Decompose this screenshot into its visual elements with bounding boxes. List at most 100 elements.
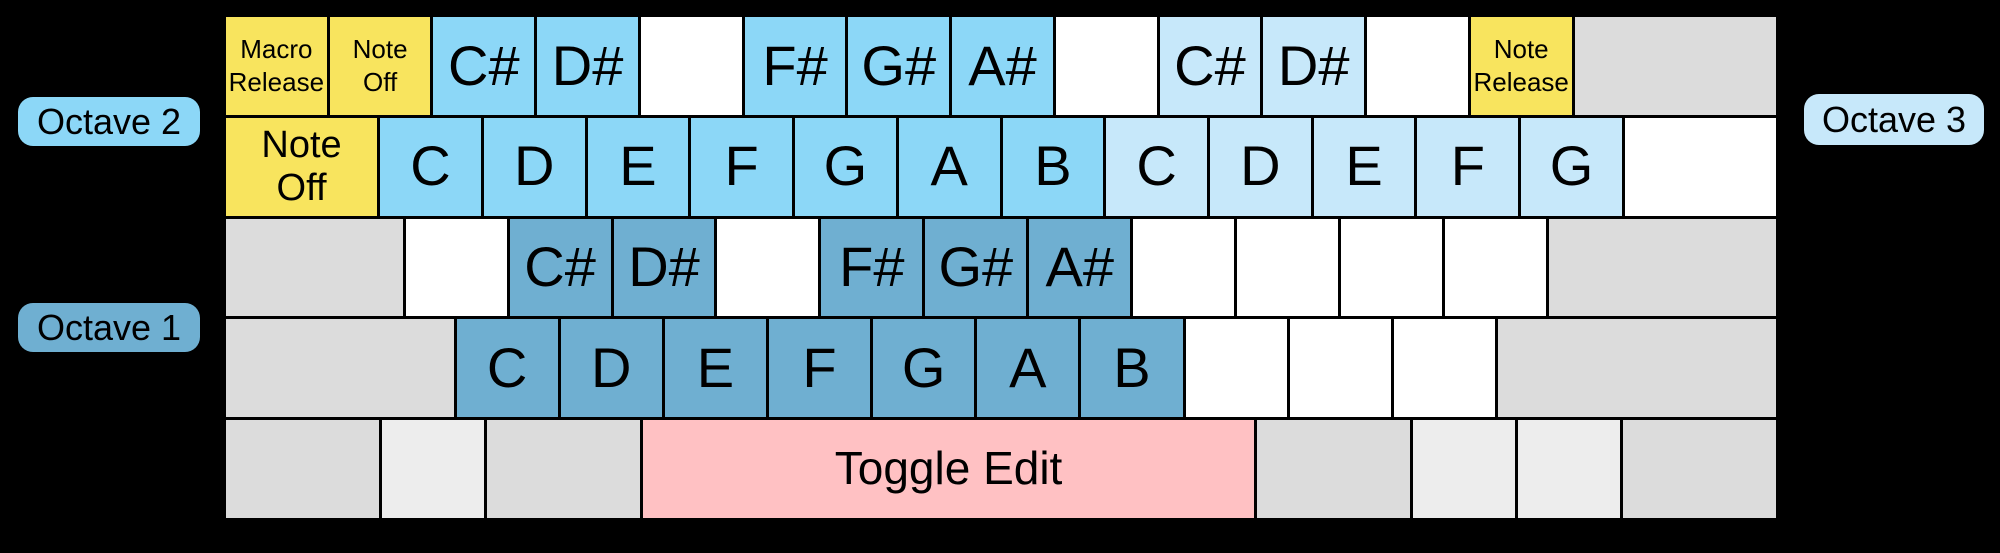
note-c-sharp-octave3-key[interactable]: C# xyxy=(1159,17,1261,115)
unmapped-key[interactable] xyxy=(1445,218,1546,317)
note-a-sharp-octave1-key[interactable]: A# xyxy=(1029,218,1131,317)
key-label-line: F xyxy=(1450,134,1485,198)
modifier-key[interactable] xyxy=(1518,420,1621,518)
modifier-key[interactable] xyxy=(381,420,484,518)
unmapped-key[interactable] xyxy=(1341,218,1443,317)
note-c-octave1-key[interactable]: C xyxy=(456,319,558,418)
note-e-octave3-key[interactable]: E xyxy=(1313,117,1415,216)
modifier-key[interactable] xyxy=(1497,319,1777,418)
key-label-line: A xyxy=(930,134,968,198)
key-label-line: F# xyxy=(762,33,828,97)
modifier-key[interactable] xyxy=(226,319,454,418)
unmapped-key[interactable] xyxy=(1393,319,1495,418)
key-label-line: E xyxy=(619,134,657,198)
note-a-octave1-key[interactable]: A xyxy=(977,319,1079,418)
modifier-key[interactable] xyxy=(1623,420,1777,518)
note-d-sharp-octave3-key[interactable]: D# xyxy=(1263,17,1365,115)
key-label-line: C# xyxy=(448,33,520,97)
key-label-line: D xyxy=(513,134,555,198)
note-d-octave3-key[interactable]: D xyxy=(1209,117,1311,216)
toggle-edit-key[interactable]: Toggle Edit xyxy=(642,420,1255,518)
octave-2-label: Octave 2 xyxy=(18,97,200,146)
key-label-line: D# xyxy=(628,235,700,299)
note-d-sharp-octave2-key[interactable]: D# xyxy=(537,17,638,115)
note-a-sharp-octave2-key[interactable]: A# xyxy=(952,17,1053,115)
note-f-octave2-key[interactable]: F xyxy=(691,117,793,216)
key-label-line: Note xyxy=(352,34,408,65)
key-label-line: C xyxy=(486,335,528,399)
key-label-line: Macro xyxy=(240,34,313,65)
unmapped-key[interactable] xyxy=(717,218,819,317)
keyboard-row: C# D# F# G# A# xyxy=(226,218,1777,317)
key-label-line: F# xyxy=(839,235,905,299)
key-label-line: B xyxy=(1034,134,1072,198)
note-g-octave1-key[interactable]: G xyxy=(873,319,975,418)
note-d-octave1-key[interactable]: D xyxy=(560,319,662,418)
note-c-octave3-key[interactable]: C xyxy=(1106,117,1207,216)
note-c-sharp-octave1-key[interactable]: C# xyxy=(509,218,611,317)
note-e-octave2-key[interactable]: E xyxy=(587,117,689,216)
note-d-octave2-key[interactable]: D xyxy=(483,117,585,216)
modifier-key[interactable] xyxy=(1548,218,1777,317)
key-label-line: Release xyxy=(228,66,325,97)
unmapped-key[interactable] xyxy=(1367,17,1468,115)
key-label-line: C# xyxy=(1174,33,1246,97)
key-label-line: D xyxy=(1240,134,1281,198)
unmapped-key[interactable] xyxy=(1624,117,1776,216)
key-label-line: D# xyxy=(551,33,624,97)
note-a-octave2-key[interactable]: A xyxy=(898,117,1000,216)
key-label-line: G xyxy=(823,134,868,198)
key-label-line: B xyxy=(1113,335,1151,399)
key-label-line: A# xyxy=(1045,235,1114,299)
note-c-octave2-key[interactable]: C xyxy=(380,117,481,216)
unmapped-key[interactable] xyxy=(1055,17,1157,115)
note-b-octave2-key[interactable]: B xyxy=(1002,117,1104,216)
note-g-sharp-octave1-key[interactable]: G# xyxy=(925,218,1027,317)
key-label-line: E xyxy=(1345,134,1383,198)
key-label-line: Note xyxy=(261,124,342,167)
modifier-key[interactable] xyxy=(226,420,379,518)
key-label-line: C# xyxy=(524,235,596,299)
keyboard-row: Toggle Edit xyxy=(226,420,1777,518)
modifier-key[interactable] xyxy=(1574,17,1777,115)
key-label-line: F xyxy=(724,134,759,198)
note-b-octave1-key[interactable]: B xyxy=(1081,319,1183,418)
note-f-sharp-octave2-key[interactable]: F# xyxy=(744,17,846,115)
key-label-line: C xyxy=(1136,134,1177,198)
modifier-key[interactable] xyxy=(1413,420,1516,518)
unmapped-key[interactable] xyxy=(1237,218,1339,317)
key-label-line: D# xyxy=(1277,33,1350,97)
note-g-octave2-key[interactable]: G xyxy=(795,117,896,216)
key-label-line: G# xyxy=(861,33,937,97)
key-label-line: Toggle Edit xyxy=(834,442,1063,495)
modifier-key[interactable] xyxy=(1257,420,1411,518)
key-label-line: G xyxy=(901,335,946,399)
note-e-octave1-key[interactable]: E xyxy=(664,319,766,418)
unmapped-key[interactable] xyxy=(405,218,507,317)
note-c-sharp-octave2-key[interactable]: C# xyxy=(433,17,535,115)
unmapped-key[interactable] xyxy=(1289,319,1391,418)
unmapped-key[interactable] xyxy=(1133,218,1235,317)
note-f-sharp-octave1-key[interactable]: F# xyxy=(821,218,923,317)
note-g-octave3-key[interactable]: G xyxy=(1521,117,1622,216)
modifier-key[interactable] xyxy=(226,218,403,317)
note-g-sharp-octave2-key[interactable]: G# xyxy=(848,17,950,115)
modifier-key[interactable] xyxy=(486,420,640,518)
unmapped-key[interactable] xyxy=(640,17,742,115)
key-label-line: G xyxy=(1549,134,1594,198)
note-d-sharp-octave1-key[interactable]: D# xyxy=(613,218,715,317)
unmapped-key[interactable] xyxy=(1185,319,1287,418)
note-f-octave3-key[interactable]: F xyxy=(1417,117,1519,216)
key-label-line: D xyxy=(591,335,632,399)
note-f-octave1-key[interactable]: F xyxy=(768,319,871,418)
